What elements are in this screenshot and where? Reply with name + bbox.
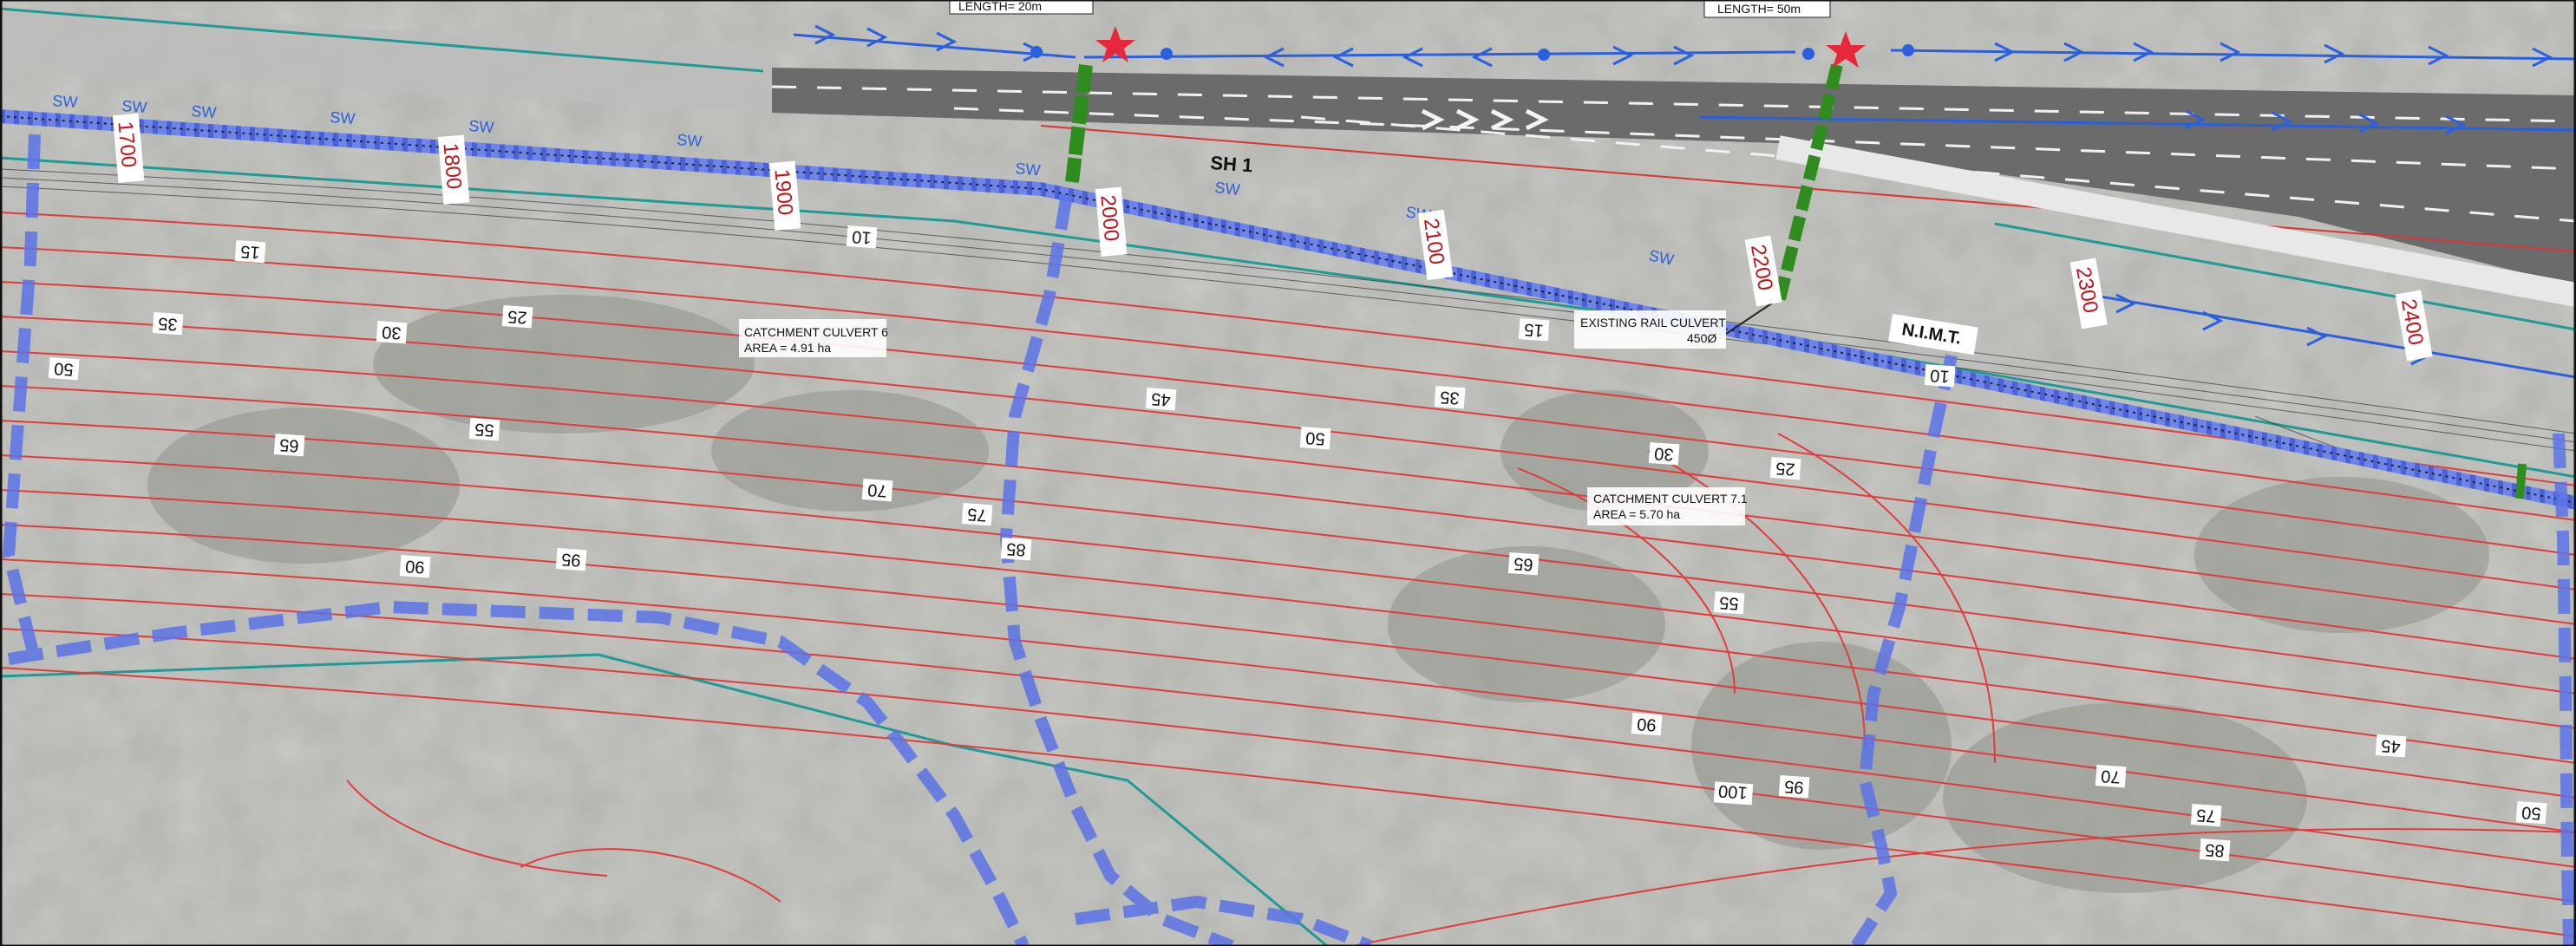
- chainage-label: 1900: [769, 168, 797, 217]
- callout-text: LENGTH= 50m: [1717, 2, 1801, 16]
- culvert-pipe: [1065, 64, 1093, 183]
- callout-box: LENGTH= 50m: [1703, 0, 1831, 18]
- contour-label: 90: [1637, 714, 1657, 734]
- road-shoulder-left: [1775, 135, 2576, 307]
- sw-label: SW: [677, 131, 703, 150]
- contour-lines: [0, 212, 2576, 946]
- teal-boundary-line: [0, 7, 764, 73]
- teal-boundary-line: [0, 156, 2576, 479]
- chainage-labels: 1700 1800 1900 2000 2100 2200 2300 2400: [112, 113, 2433, 362]
- contour-label: 85: [2205, 839, 2226, 859]
- contour-label: 35: [158, 313, 179, 333]
- catchment-label-6: CATCHMENT CULVERT 6 AREA = 4.91 ha: [739, 319, 888, 357]
- contour-label: 45: [1151, 388, 1172, 408]
- culvert-star-marker: [1826, 31, 1866, 68]
- contour-label: 45: [2381, 735, 2402, 755]
- leader-line: [1725, 298, 1779, 335]
- contour-label: 65: [279, 434, 300, 454]
- chainage-label: 1700: [113, 121, 141, 169]
- rail-culvert-size: 450Ø: [1687, 331, 1716, 345]
- contour-label: 25: [507, 306, 528, 326]
- contour-label: 50: [2521, 802, 2542, 822]
- existing-highway: [0, 9, 772, 113]
- culvert-star-marker: [1095, 26, 1135, 62]
- flow-nodes: [1030, 44, 1914, 61]
- catchment-area: AREA = 4.91 ha: [744, 341, 831, 355]
- sw-label: SW: [468, 117, 494, 136]
- catchment-area: AREA = 5.70 ha: [1593, 507, 1680, 521]
- contour-label: 15: [240, 241, 261, 261]
- contour-label: 10: [852, 226, 873, 246]
- contour-label: 85: [1006, 538, 1027, 558]
- contour-label: 95: [561, 549, 582, 569]
- sw-label: SW: [1015, 160, 1042, 179]
- sw-label: SW: [121, 97, 147, 116]
- contour-label: 55: [474, 419, 495, 439]
- catchment-boundaries: [2, 134, 2575, 946]
- contour-label: 75: [967, 504, 988, 524]
- culvert-pipe: [2515, 463, 2527, 499]
- contour-label: 55: [1719, 592, 1740, 612]
- catchment-title: CATCHMENT CULVERT 6: [744, 325, 888, 339]
- sw-label: SW: [1214, 179, 1241, 199]
- sw-label: SW: [52, 92, 78, 111]
- catchment-label-7-1: CATCHMENT CULVERT 7.1 AREA = 5.70 ha: [1587, 487, 1748, 525]
- culvert-pipe: [1774, 63, 1843, 301]
- contour-label: 65: [1514, 553, 1534, 573]
- teal-boundary-line: [1994, 222, 2576, 331]
- sw-label: SW: [330, 108, 356, 127]
- contour-label: 25: [1775, 458, 1796, 478]
- flow-arrows: [793, 24, 2576, 379]
- contour-label: 30: [382, 322, 402, 342]
- contour-label: 90: [405, 556, 426, 576]
- contour-label: 70: [867, 480, 888, 499]
- sw-label: SW: [191, 102, 217, 121]
- chevron-markings: [1421, 108, 1549, 131]
- catchment-title: CATCHMENT CULVERT 7.1: [1593, 492, 1748, 506]
- rail-culvert-title: EXISTING RAIL CULVERT: [1580, 316, 1726, 329]
- road-name: SH 1: [1210, 152, 1254, 176]
- contour-label: 35: [1440, 387, 1461, 407]
- contour-label: 50: [54, 358, 75, 378]
- rail-name-box: N.I.M.T.: [1887, 314, 1978, 356]
- chainage-label: 1800: [438, 142, 466, 191]
- contour-label: 10: [1930, 365, 1951, 385]
- stormwater-labels: SW SW SW SW SW SW SW SW SW SW: [52, 92, 1676, 269]
- contour-label: 70: [2101, 766, 2122, 786]
- rail-culvert-label: EXISTING RAIL CULVERT 450Ø: [1574, 310, 1726, 349]
- contour-label: 75: [2196, 805, 2217, 825]
- chainage-label: 2000: [1095, 194, 1123, 243]
- contour-label: 15: [1524, 319, 1545, 339]
- contour-label: 95: [1784, 776, 1805, 796]
- contour-label: 30: [1654, 443, 1675, 463]
- rail-track: [0, 115, 2576, 504]
- callout-box: LENGTH= 20m: [949, 0, 1094, 15]
- contour-label: 100: [1718, 781, 1749, 802]
- contour-value-labels: 10 15 35 30 25 50 55 65 70 90 95 75 85 4…: [48, 225, 2547, 862]
- callout-text: LENGTH= 20m: [958, 0, 1042, 13]
- contour-label: 50: [1305, 427, 1326, 447]
